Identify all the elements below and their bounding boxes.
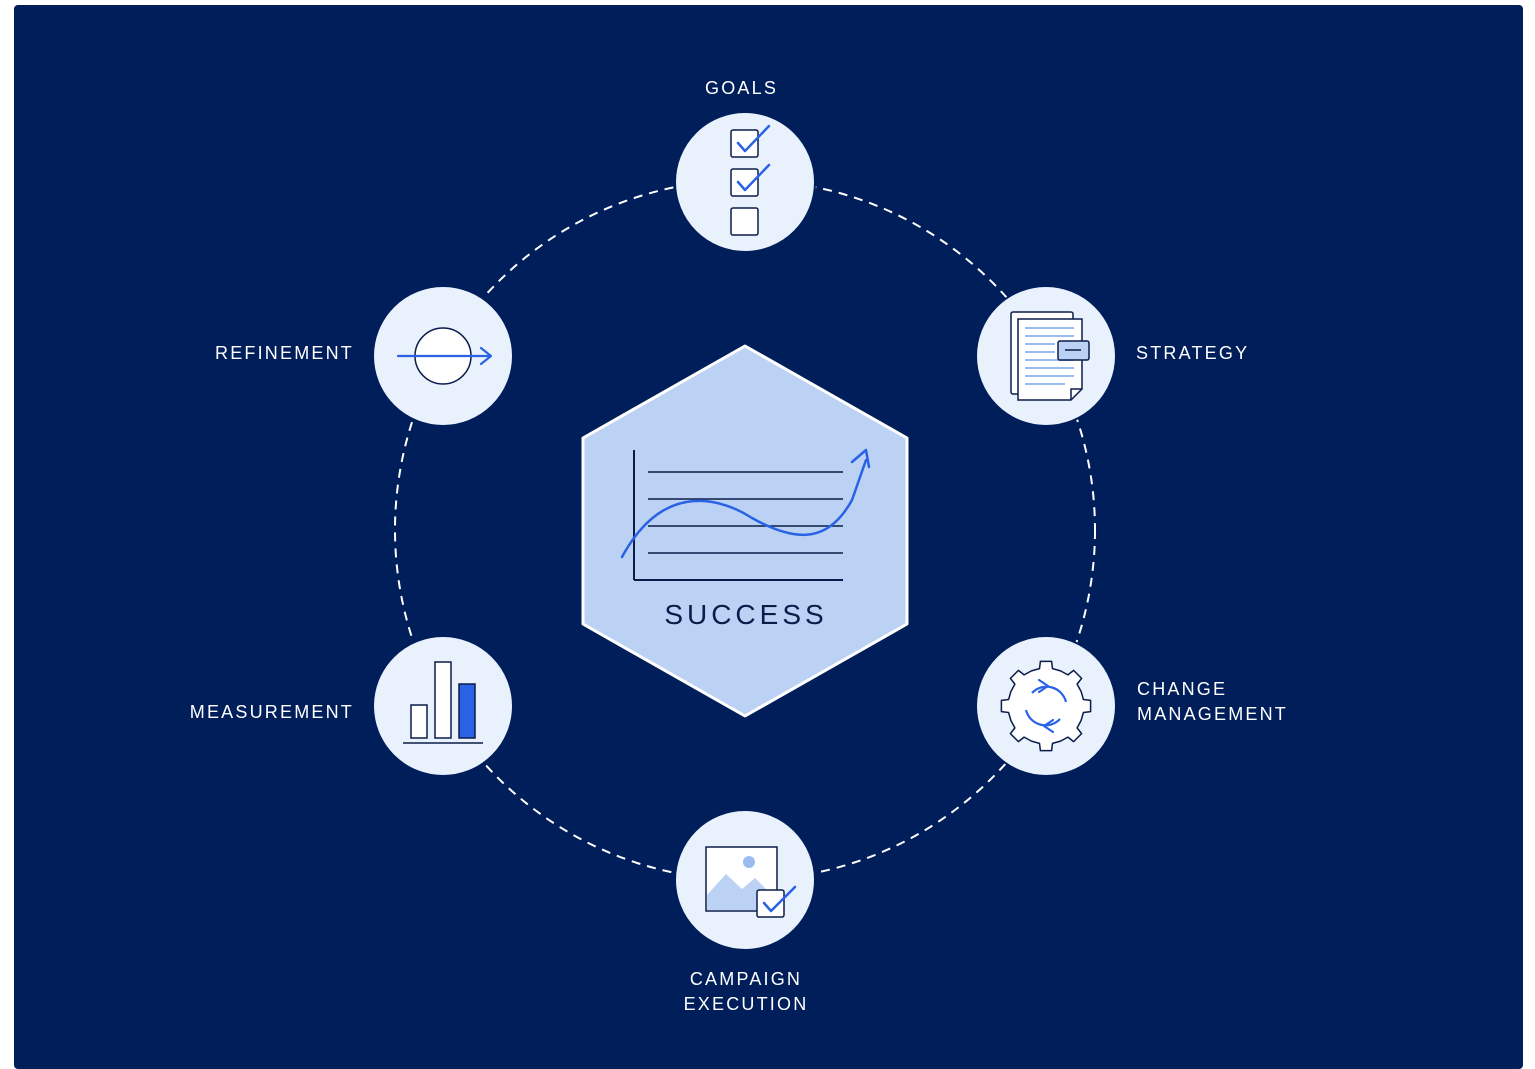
gear-refresh-icon xyxy=(1000,660,1092,752)
campaign-execution-node xyxy=(674,809,816,951)
refinement-node xyxy=(372,285,514,427)
bar-chart-icon xyxy=(403,661,483,744)
measurement-label-line: MEASUREMENT xyxy=(189,702,354,722)
goals-node xyxy=(674,111,816,253)
change-management-node xyxy=(975,635,1117,777)
image-check-icon xyxy=(705,846,797,918)
goals-label-line: GOALS xyxy=(705,78,779,98)
checklist-icon xyxy=(730,124,771,236)
measurement-node xyxy=(372,635,514,777)
change-management-label-line-1: CHANGE xyxy=(1137,679,1228,699)
strategy-label: STRATEGY xyxy=(1136,341,1249,366)
success-hexagon xyxy=(581,344,909,718)
documents-icon xyxy=(1010,311,1090,401)
change-management-label: CHANGE MANAGEMENT xyxy=(1137,677,1288,727)
growth-line-chart-icon xyxy=(620,448,871,581)
success-label: SUCCESS xyxy=(664,599,828,630)
refinement-label-line: REFINEMENT xyxy=(215,343,354,363)
target-arrow-icon xyxy=(396,327,493,385)
campaign-execution-label-line-2: EXECUTION xyxy=(683,994,809,1014)
strategy-node xyxy=(975,285,1117,427)
strategy-label-line: STRATEGY xyxy=(1136,343,1250,363)
campaign-execution-label: CAMPAIGN EXECUTION xyxy=(646,967,846,1017)
goals-label: GOALS xyxy=(705,76,778,101)
change-management-label-line-2: MANAGEMENT xyxy=(1137,704,1289,724)
measurement-label: MEASUREMENT xyxy=(190,700,354,725)
campaign-execution-label-line-1: CAMPAIGN xyxy=(689,969,803,989)
refinement-label: REFINEMENT xyxy=(215,341,354,366)
